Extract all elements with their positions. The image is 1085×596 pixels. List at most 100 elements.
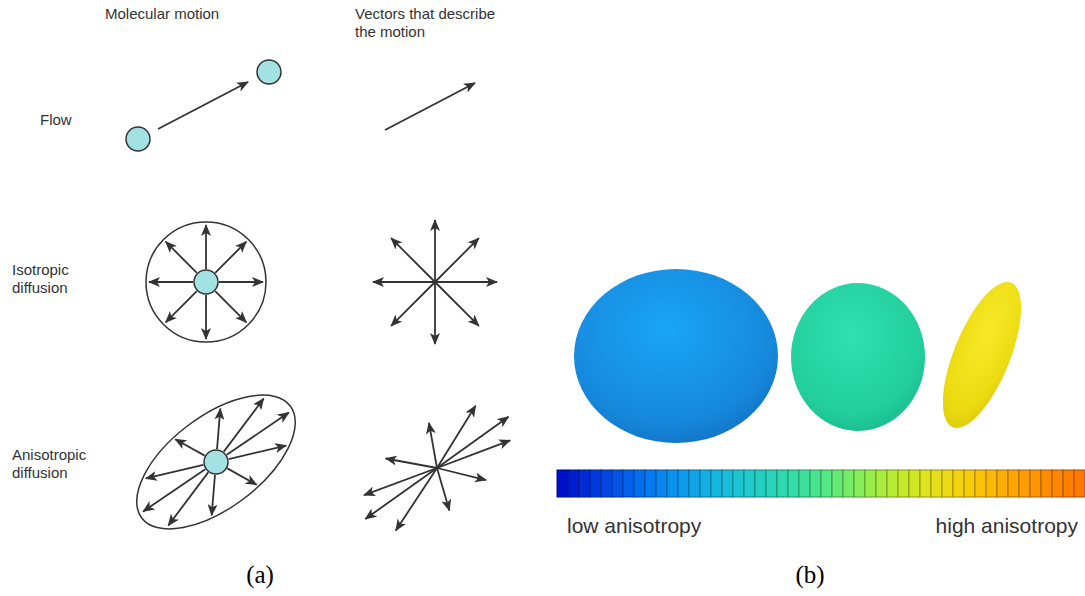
colorbar-segment <box>942 470 953 497</box>
diffusion-vector <box>391 282 435 326</box>
colorbar-segment <box>832 470 843 497</box>
colorbar-segment <box>788 470 799 497</box>
diffusion-arrow <box>205 225 207 269</box>
colorbar-segment <box>711 470 722 497</box>
diffusion-vector <box>434 282 436 344</box>
diffusion-arrow <box>217 409 220 449</box>
colorbar-segment <box>601 470 612 497</box>
diffusion-vector <box>429 423 437 468</box>
molecule <box>257 60 281 84</box>
colorbar-segment <box>898 470 909 497</box>
diffusion-vector <box>435 238 479 282</box>
colorbar-segment <box>557 470 568 497</box>
diffusion-arrow <box>175 439 204 455</box>
diffusion-arrow <box>149 281 193 283</box>
diffusion-arrow <box>224 398 264 451</box>
colorbar-segment <box>821 470 832 497</box>
diffusion-vector <box>434 220 436 282</box>
colorbar-segment <box>931 470 942 497</box>
row-label: Anisotropic diffusion <box>12 446 104 482</box>
colorbar-segment <box>843 470 854 497</box>
colorbar-segment <box>810 470 821 497</box>
molecule <box>126 127 150 151</box>
diffusion-vector <box>386 458 437 468</box>
scale-label: low anisotropy <box>567 513 807 538</box>
molecule <box>204 450 228 474</box>
colorbar-segment <box>722 470 733 497</box>
diffusion-arrow <box>146 465 204 478</box>
colorbar-segment <box>777 470 788 497</box>
colorbar-segment <box>733 470 744 497</box>
diffusion-arrow <box>166 242 197 273</box>
diffusion-vector <box>391 238 435 282</box>
row-label: Flow <box>40 111 120 129</box>
colorbar-segment <box>953 470 964 497</box>
diffusion-arrow <box>212 475 215 515</box>
diffusion-arrow <box>205 295 207 339</box>
colorbar-segment <box>579 470 590 497</box>
colorbar-segment <box>865 470 876 497</box>
diffusion-vector <box>373 281 435 283</box>
scale-label: high anisotropy <box>860 513 1078 538</box>
diffusion-ellipsoid <box>114 369 318 554</box>
colorbar-segment <box>1063 470 1074 497</box>
diffusion-arrow <box>227 413 289 455</box>
column-heading: Molecular motion <box>105 5 305 23</box>
colorbar-segment <box>1041 470 1052 497</box>
colorbar-segment <box>656 470 667 497</box>
colorbar-segment <box>799 470 810 497</box>
panel-a-art <box>114 60 510 555</box>
low-anisotropy-ellipsoid <box>574 269 778 443</box>
diffusion-arrow <box>215 291 246 322</box>
diffusion-arrow <box>227 468 256 484</box>
row-label: Isotropic diffusion <box>12 261 98 297</box>
colorbar-segment <box>755 470 766 497</box>
diffusion-vector <box>437 468 486 480</box>
diffusion-vector <box>437 468 449 510</box>
diffusion-arrow <box>166 291 197 322</box>
flow-arrow <box>158 82 248 129</box>
diffusion-vector <box>435 282 479 326</box>
diffusion-vector <box>396 468 437 531</box>
colorbar-segment <box>678 470 689 497</box>
molecule <box>194 270 218 294</box>
colorbar-segment <box>975 470 986 497</box>
colorbar-segment <box>854 470 865 497</box>
colorbar-segment <box>986 470 997 497</box>
panel-label: (b) <box>780 560 840 590</box>
colorbar-segment <box>964 470 975 497</box>
colorbar-segment <box>623 470 634 497</box>
diffusion-arrow <box>143 469 205 511</box>
colorbar-segment <box>766 470 777 497</box>
colorbar-segment <box>634 470 645 497</box>
colorbar-segment <box>997 470 1008 497</box>
colorbar-segment <box>876 470 887 497</box>
colorbar-segment <box>1052 470 1063 497</box>
flow-vector <box>385 83 475 130</box>
high-anisotropy-ellipsoid <box>927 272 1037 438</box>
colorbar-segment <box>1030 470 1041 497</box>
diffusion-arrow <box>219 281 263 283</box>
colorbar-segment <box>909 470 920 497</box>
colorbar-segment <box>744 470 755 497</box>
colorbar-segment <box>920 470 931 497</box>
colorbar-segment <box>1008 470 1019 497</box>
diffusion-arrow <box>215 242 246 273</box>
colorbar-segment <box>1074 470 1085 497</box>
diffusion-vector <box>365 468 437 519</box>
colorbar-segment <box>700 470 711 497</box>
colorbar-segment <box>568 470 579 497</box>
colorbar-segment <box>645 470 656 497</box>
diffusion-vector <box>364 468 437 495</box>
colorbar-segment <box>1019 470 1030 497</box>
colorbar-segment <box>590 470 601 497</box>
diffusion-sphere <box>146 222 266 342</box>
diffusion-vector <box>437 417 508 468</box>
column-heading: Vectors that describe the motion <box>355 5 515 41</box>
colorbar-segment <box>689 470 700 497</box>
panel-b-art <box>557 269 1085 497</box>
mid-anisotropy-ellipsoid <box>791 283 925 431</box>
diffusion-vector <box>437 406 476 468</box>
